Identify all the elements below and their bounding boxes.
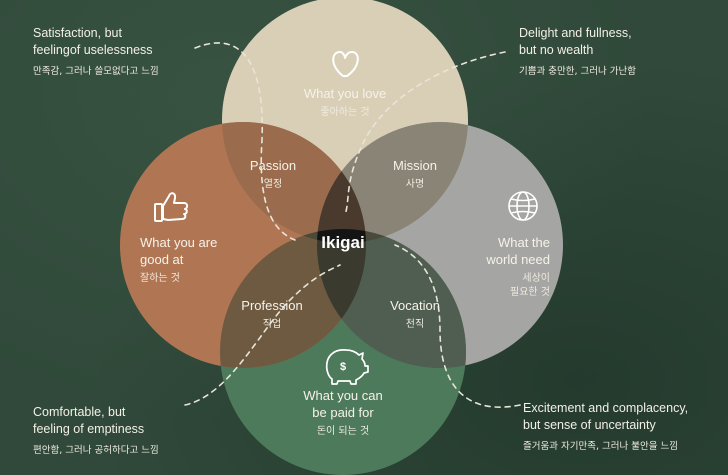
svg-text:$: $: [340, 361, 346, 373]
passion-ko: 열정: [263, 179, 283, 190]
profession-ko: 직업: [262, 319, 282, 330]
mission-en: Mission: [392, 158, 438, 173]
need-en-1: What the: [497, 235, 550, 250]
need-ko-2: 필요한 것: [510, 287, 550, 298]
passion-en: Passion: [249, 158, 297, 173]
paid-en-2: be paid for: [312, 405, 374, 420]
good-en-2: good at: [140, 252, 184, 267]
paid-label: What you can be paid for 돈이 되는 것: [283, 387, 403, 439]
annotation-top-right-ko: 기쁨과 충만한, 그러나 가난함: [519, 66, 636, 77]
overlap-mission: [317, 122, 468, 243]
annotation-bottom-left-line2: feeling of emptiness: [33, 422, 145, 436]
annotation-bottom-right: Excitement and complacency, but sense of…: [523, 400, 688, 454]
profession-en: Profession: [241, 298, 303, 313]
good-label: What you are good at 잘하는 것: [140, 234, 250, 286]
paid-en-1: What you can: [303, 388, 383, 403]
annotation-top-right-line1: Delight and fullness,: [519, 26, 632, 40]
annotation-top-right: Delight and fullness, but no wealth 기쁨과 …: [519, 25, 636, 79]
annotation-bottom-left-ko: 편안함, 그러나 공허하다고 느낌: [33, 445, 159, 456]
annotation-bottom-right-ko: 즐거움과 자기만족, 그러나 불안을 느낌: [523, 441, 678, 452]
mission-ko: 사명: [405, 179, 425, 190]
dashed-connector-bottom-right: [394, 244, 521, 408]
overlap-passion: [222, 122, 366, 243]
need-en-2: world need: [486, 252, 550, 267]
good-ko: 잘하는 것: [140, 273, 180, 284]
vocation-label: Vocation 천직: [375, 297, 455, 332]
love-label: What you love 좋아하는 것: [285, 85, 405, 120]
annotation-top-left-line1: Satisfaction, but: [33, 26, 122, 40]
good-en-1: What you are: [140, 235, 218, 250]
annotation-bottom-right-line1: Excitement and complacency,: [523, 401, 689, 415]
dashed-connector-top-right: [344, 51, 506, 216]
annotation-bottom-left: Comfortable, but feeling of emptiness 편안…: [33, 404, 159, 458]
vocation-en: Vocation: [390, 298, 440, 313]
annotation-bottom-right-line2: but sense of uncertainty: [523, 418, 656, 432]
profession-label: Profession 직업: [227, 297, 317, 332]
heart-icon: [332, 51, 359, 77]
paid-ko: 돈이 되는 것: [316, 426, 370, 437]
dashed-connector-top-left: [194, 42, 296, 241]
annotation-top-left-line2: feelingof uselessness: [33, 43, 153, 57]
love-ko: 좋아하는 것: [320, 107, 370, 118]
need-ko-1: 세상이: [522, 273, 550, 284]
love-en: What you love: [303, 86, 387, 101]
ikigai-center-label: Ikigai: [321, 233, 365, 252]
passion-label: Passion 열정: [233, 157, 313, 192]
annotation-top-left: Satisfaction, but feelingof uselessness …: [33, 25, 159, 79]
annotation-bottom-left-line1: Comfortable, but: [33, 405, 126, 419]
annotation-top-left-ko: 만족감, 그러나 쓸모없다고 느낌: [33, 66, 159, 77]
annotation-top-right-line2: but no wealth: [519, 43, 594, 57]
piggy-bank-icon: $: [325, 349, 369, 385]
globe-icon: [508, 191, 538, 221]
need-label: What the world need 세상이 필요한 것: [470, 234, 550, 300]
dashed-connector-bottom-left: [184, 264, 341, 406]
mission-label: Mission 사명: [375, 157, 455, 192]
vocation-ko: 천직: [405, 319, 425, 330]
thumbs-up-icon: [154, 192, 189, 222]
